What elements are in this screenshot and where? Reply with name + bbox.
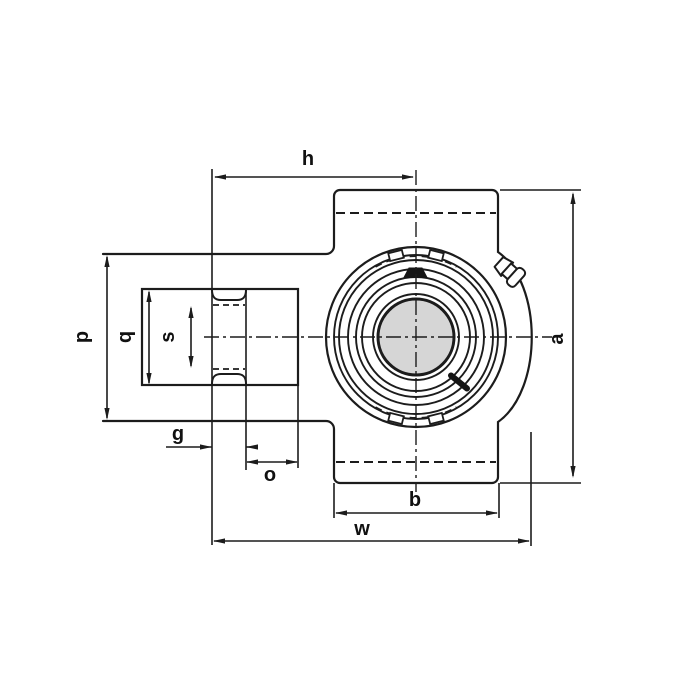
dimension-p	[104, 255, 110, 420]
locking-mark	[448, 372, 470, 392]
dimension-o	[246, 459, 298, 465]
cage-tabs	[387, 248, 445, 426]
dimension-h	[214, 174, 414, 180]
dim-label-g: g	[172, 423, 184, 445]
dim-label-q: q	[114, 331, 136, 343]
hidden-slot-lines	[336, 212, 496, 463]
dimension-b	[335, 510, 498, 516]
dim-label-b: b	[409, 489, 421, 511]
grease-fitting-icon	[493, 256, 527, 288]
guide-block-section	[140, 287, 300, 387]
dimension-q	[146, 290, 152, 385]
housing-outline	[101, 188, 533, 485]
dim-label-p: p	[71, 331, 93, 343]
dim-label-s: s	[157, 331, 179, 342]
center-lines	[204, 170, 552, 492]
dimension-s	[188, 306, 194, 368]
set-screw	[403, 267, 428, 278]
dimension-a	[570, 192, 576, 478]
dim-label-w: w	[353, 518, 370, 540]
dim-label-o: o	[264, 464, 276, 486]
dim-label-h: h	[302, 148, 314, 170]
dim-label-a: a	[546, 333, 568, 345]
dimension-w	[213, 538, 530, 544]
extension-lines	[211, 169, 581, 546]
dimension-g	[166, 444, 258, 450]
